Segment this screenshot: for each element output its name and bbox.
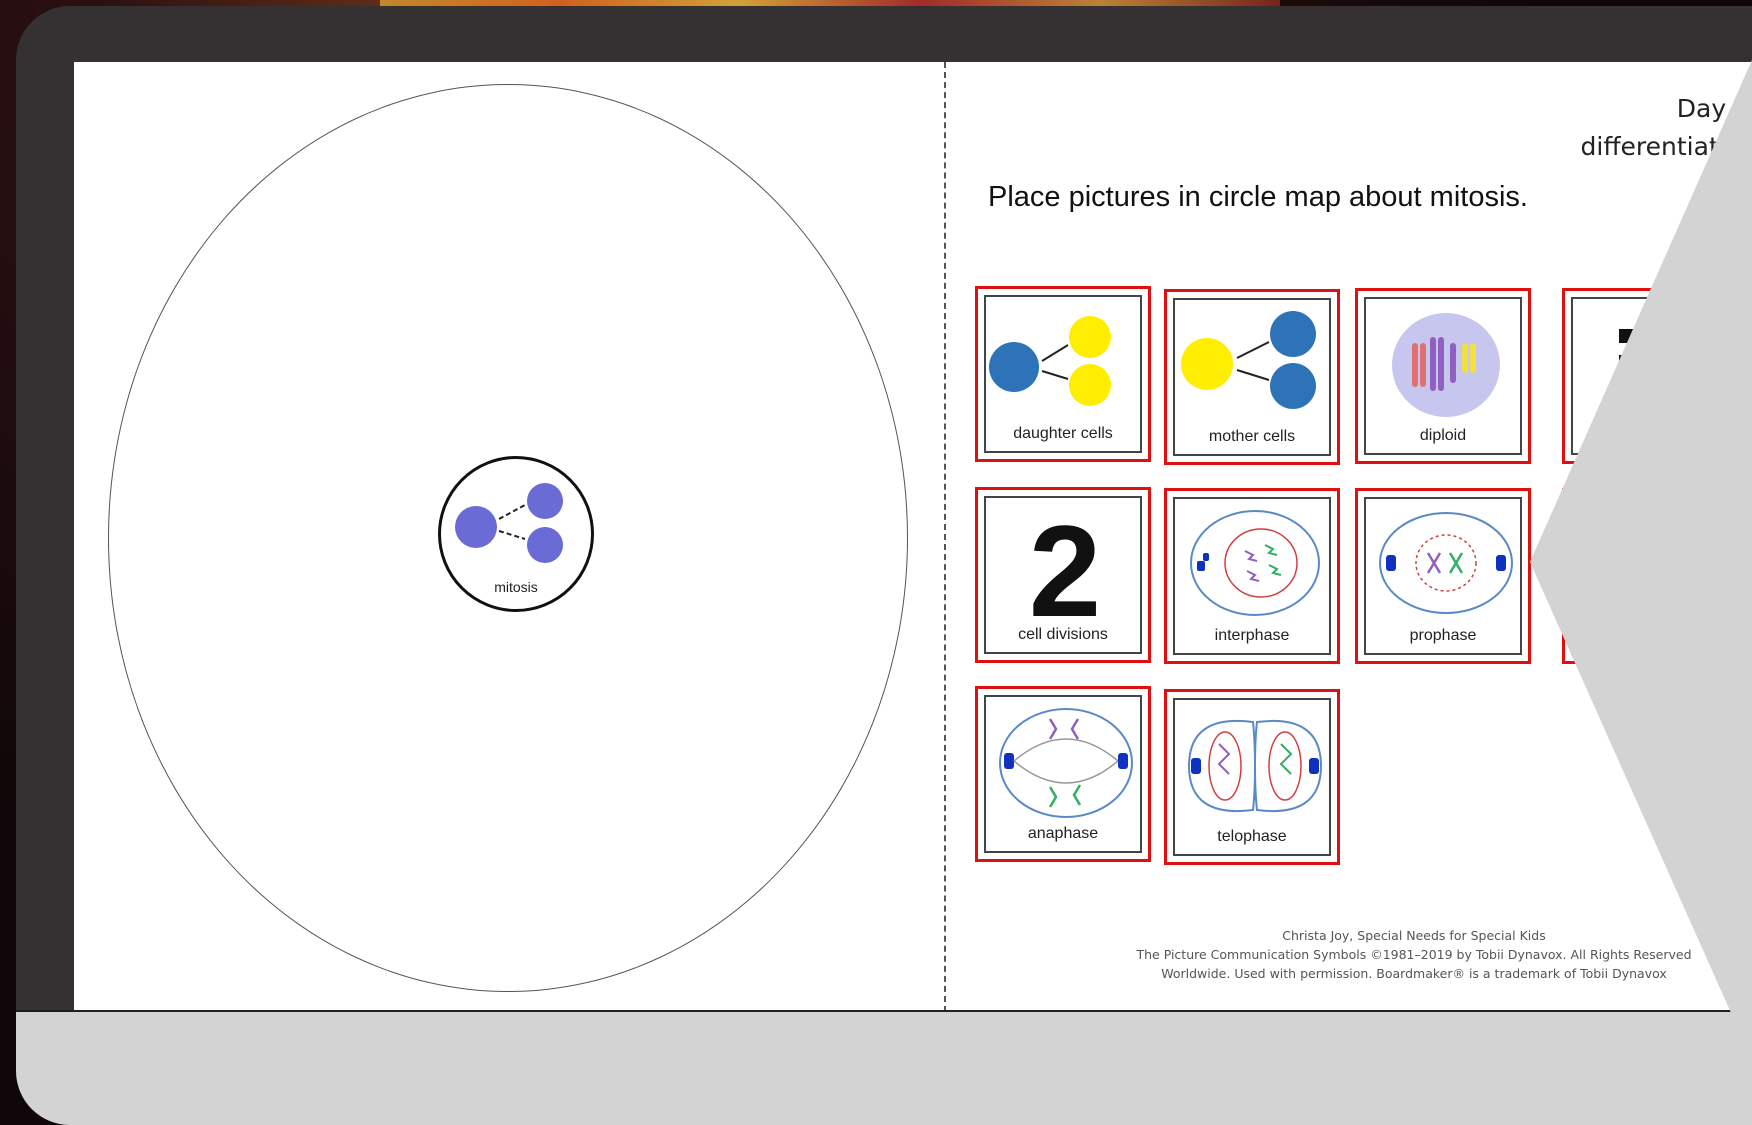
grey-arrow-overlay [0,0,1752,1125]
